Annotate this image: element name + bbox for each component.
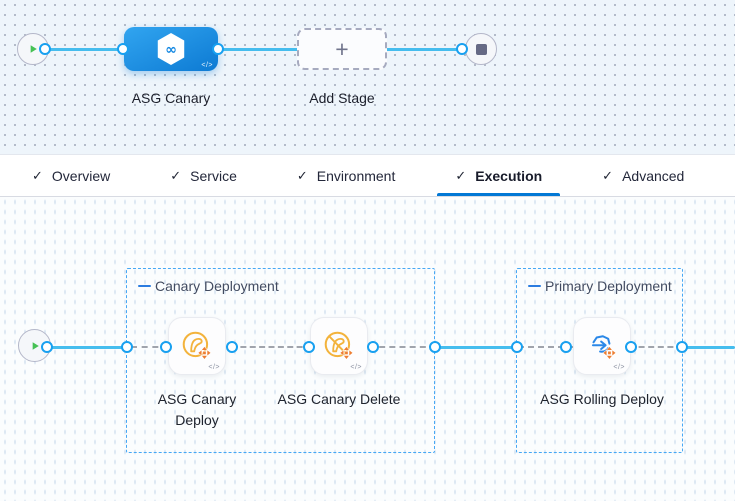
stop-icon <box>475 43 487 55</box>
connector-dot[interactable] <box>303 341 315 353</box>
step-label: ASG Rolling Deploy <box>540 391 664 407</box>
exec-flow-line-dashed <box>369 346 436 348</box>
check-icon: ✓ <box>455 167 467 183</box>
connector-dot[interactable] <box>39 43 51 55</box>
group-label: Canary Deployment <box>155 278 279 294</box>
harness-cd-hexagon-icon: ∞ <box>157 32 185 66</box>
tab-label: Execution <box>475 167 543 184</box>
check-icon: ✓ <box>296 167 308 183</box>
connector-dot[interactable] <box>41 341 53 353</box>
stage-node-asg-canary[interactable]: ∞ </> <box>124 27 218 71</box>
connector-dot[interactable] <box>676 341 688 353</box>
group-header: Primary Deployment <box>528 278 672 294</box>
tab-label: Service <box>190 167 237 184</box>
group-header: Canary Deployment <box>138 278 279 294</box>
tab-overview[interactable]: ✓ Overview <box>14 155 128 196</box>
exec-flow-line-dashed <box>231 346 312 348</box>
group-label: Primary Deployment <box>545 278 672 294</box>
stage-config-tab-bar: ✓ Overview ✓ Service ✓ Environment ✓ Exe… <box>0 155 735 197</box>
check-icon: ✓ <box>170 167 182 183</box>
connector-dot[interactable] <box>160 341 172 353</box>
tab-advanced[interactable]: ✓ Advanced <box>584 155 702 196</box>
group-collapse-dash-icon[interactable] <box>138 284 151 288</box>
asg-canary-delete-icon <box>324 331 354 360</box>
play-icon <box>30 45 37 53</box>
asg-canary-deploy-icon <box>182 331 212 360</box>
step-node-asg-canary-delete[interactable]: </> <box>310 317 368 375</box>
exec-flow-line <box>682 346 735 349</box>
group-collapse-dash-icon[interactable] <box>528 284 541 288</box>
add-stage-label: Add Stage <box>309 90 375 106</box>
step-node-asg-rolling-deploy[interactable]: </> <box>573 317 631 375</box>
add-stage-button[interactable]: + <box>297 28 387 70</box>
check-icon: ✓ <box>602 167 614 183</box>
code-yaml-icon[interactable]: </> <box>350 364 362 371</box>
step-group-canary-deployment[interactable]: Canary Deployment <box>126 268 435 453</box>
tab-service[interactable]: ✓ Service <box>152 155 255 196</box>
connector-dot[interactable] <box>511 341 523 353</box>
step-label: ASG Canary Delete <box>277 391 401 407</box>
connector-dot[interactable] <box>560 341 572 353</box>
exec-flow-line-dashed <box>131 346 169 348</box>
check-icon: ✓ <box>32 167 43 183</box>
connector-dot[interactable] <box>429 341 441 353</box>
tab-execution[interactable]: ✓ Execution <box>437 155 560 196</box>
exec-flow-line-dashed <box>518 346 574 348</box>
tab-label: Advanced <box>622 167 685 184</box>
step-label: ASG Canary Deploy <box>157 391 237 428</box>
code-yaml-icon[interactable]: </> <box>208 364 220 371</box>
plus-icon: + <box>335 35 349 62</box>
infinity-glyph: ∞ <box>165 42 177 58</box>
stage-flow-line <box>40 48 465 51</box>
exec-flow-line-dashed <box>629 346 683 348</box>
connector-dot[interactable] <box>121 341 133 353</box>
tab-label: Environment <box>316 167 396 184</box>
connector-dot[interactable] <box>625 341 637 353</box>
connector-dot[interactable] <box>226 341 238 353</box>
pipeline-end-node[interactable] <box>465 33 497 65</box>
step-group-primary-deployment[interactable]: Primary Deployment <box>516 268 683 453</box>
connector-dot[interactable] <box>117 43 129 55</box>
exec-flow-line <box>40 346 131 349</box>
step-node-asg-canary-deploy[interactable]: </> <box>168 317 226 375</box>
play-icon <box>32 341 39 350</box>
stage-pipeline-canvas: ∞ </> + ASG Canary Add Stage <box>0 0 735 155</box>
tab-label: Overview <box>51 167 111 184</box>
tab-environment[interactable]: ✓ Environment <box>279 155 414 196</box>
connector-dot[interactable] <box>212 43 224 55</box>
connector-dot[interactable] <box>367 341 379 353</box>
code-yaml-icon[interactable]: </> <box>201 62 213 69</box>
execution-graph-canvas: Canary Deployment Primary Deployment <box>0 197 735 501</box>
code-yaml-icon[interactable]: </> <box>613 364 625 371</box>
asg-rolling-deploy-icon <box>591 335 617 360</box>
stage-label: ASG Canary <box>131 90 211 106</box>
exec-flow-line <box>435 346 518 349</box>
connector-dot[interactable] <box>456 43 468 55</box>
